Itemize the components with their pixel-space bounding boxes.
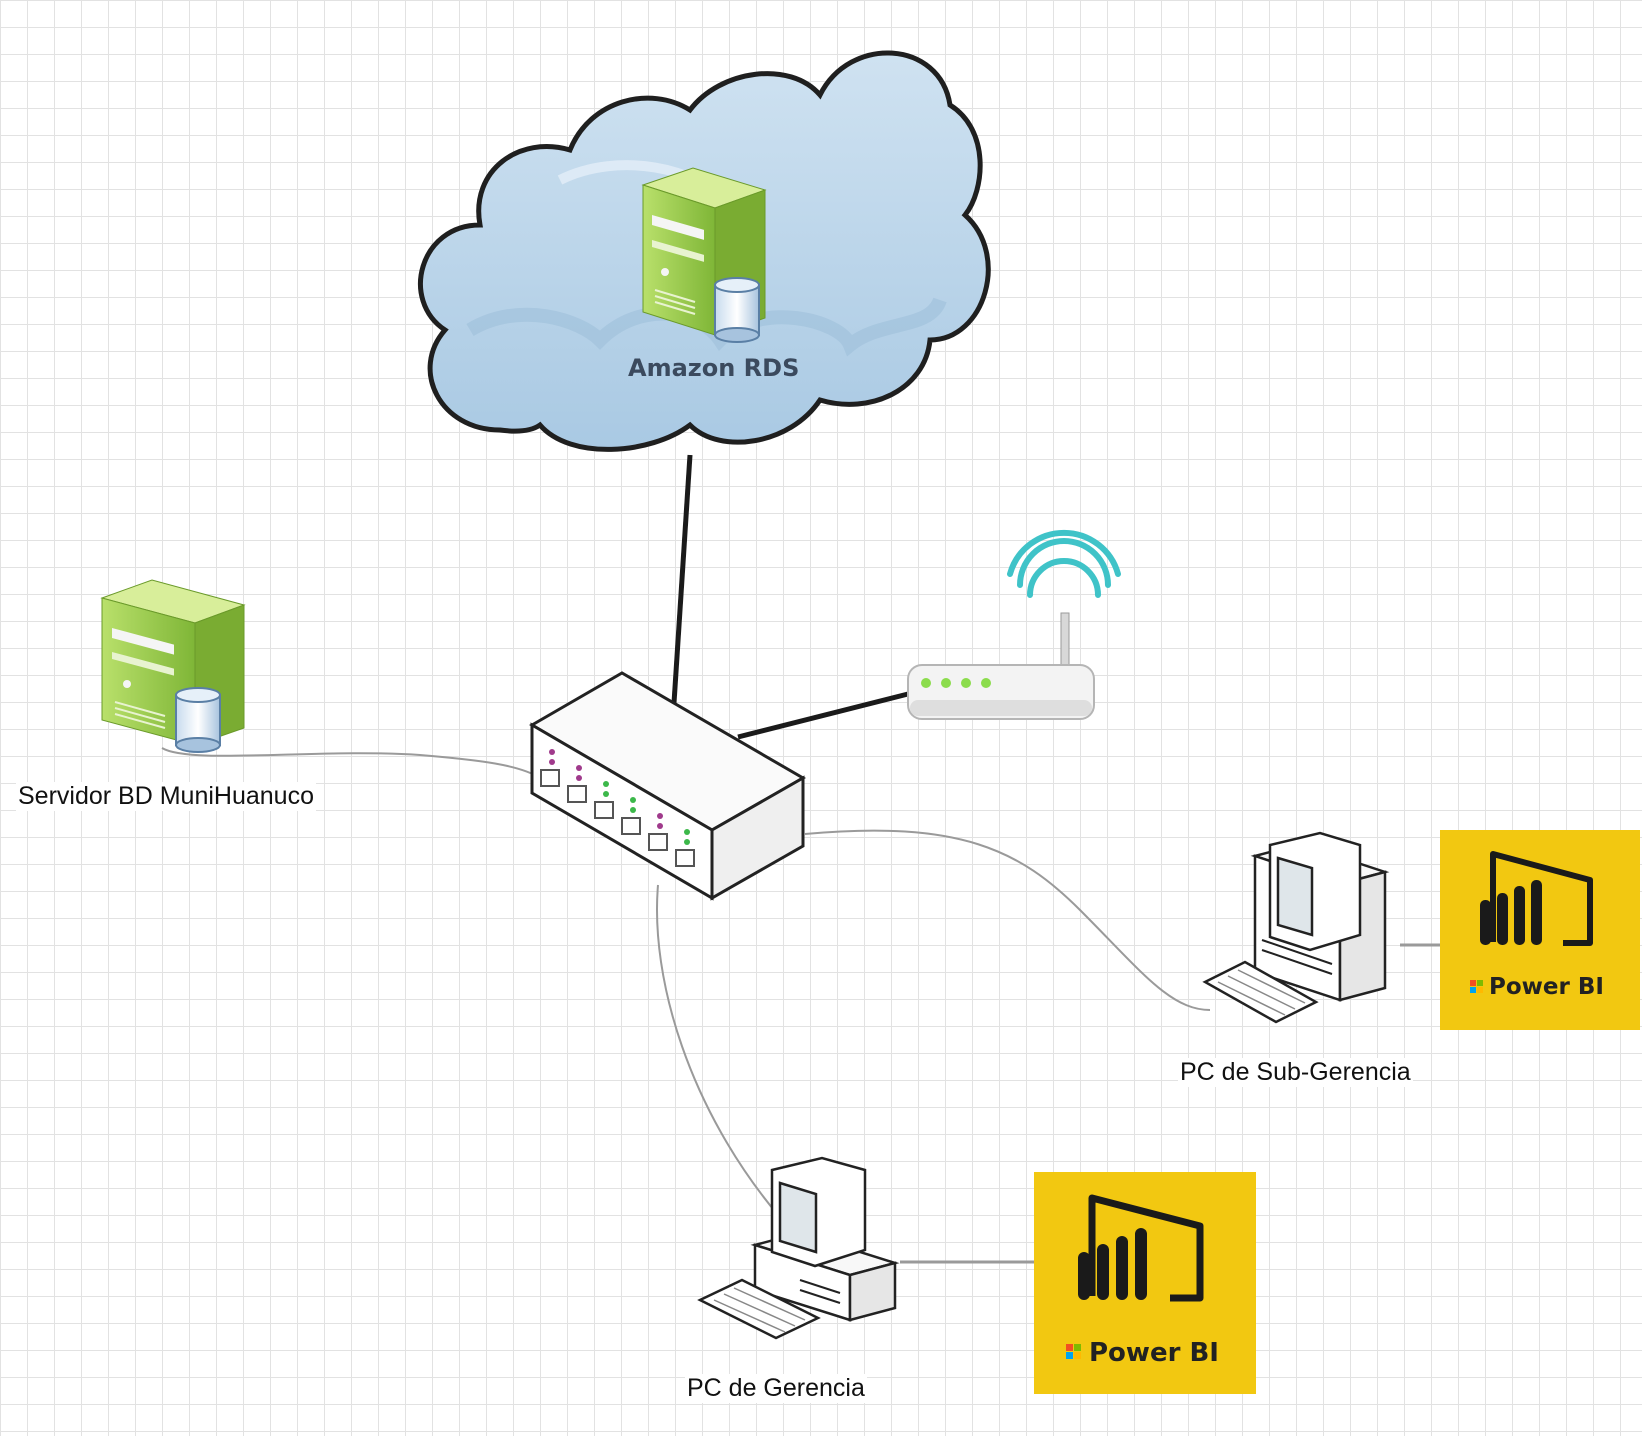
server-label: Servidor BD MuniHuanuco <box>16 782 316 811</box>
server-to-switch-line <box>161 747 541 779</box>
powerbi-sub-gerencia-logo: Power BI <box>1440 830 1640 1030</box>
pc-sub-gerencia-icon <box>1202 831 1390 1024</box>
switch-ports <box>540 769 695 867</box>
switch-to-router-line <box>737 691 909 740</box>
connection-lines <box>161 454 1440 1264</box>
database-cylinder-icon <box>175 687 221 753</box>
pc-sub-gerencia-label: PC de Sub-Gerencia <box>1178 1058 1413 1087</box>
database-server-icon <box>100 579 246 753</box>
database-cylinder-icon <box>714 277 760 343</box>
wireless-router-icon <box>907 529 1121 720</box>
powerbi-chart-icon <box>1088 1194 1204 1302</box>
microsoft-logo-icon <box>1066 1344 1081 1359</box>
network-switch-icon <box>529 671 807 901</box>
pc-gerencia-label: PC de Gerencia <box>685 1374 867 1403</box>
powerbi-sub-label: Power BI <box>1489 974 1604 1000</box>
powerbi-gerencia-label: Power BI <box>1089 1338 1219 1368</box>
powerbi-gerencia-logo: Power BI <box>1034 1172 1256 1394</box>
powerbi-chart-icon <box>1490 851 1593 946</box>
cloud-label: Amazon RDS <box>628 354 800 382</box>
cloud-server-icon <box>641 167 767 343</box>
switch-leds <box>549 749 690 845</box>
pc-gerencia-icon <box>697 1156 900 1340</box>
switch-to-pc-sub-line <box>804 829 1211 1011</box>
microsoft-logo-icon <box>1470 980 1483 993</box>
cloud-to-switch-line <box>671 454 693 704</box>
wifi-signal-icon <box>1007 529 1121 598</box>
switch-to-pc-gerencia-line <box>656 884 779 1216</box>
